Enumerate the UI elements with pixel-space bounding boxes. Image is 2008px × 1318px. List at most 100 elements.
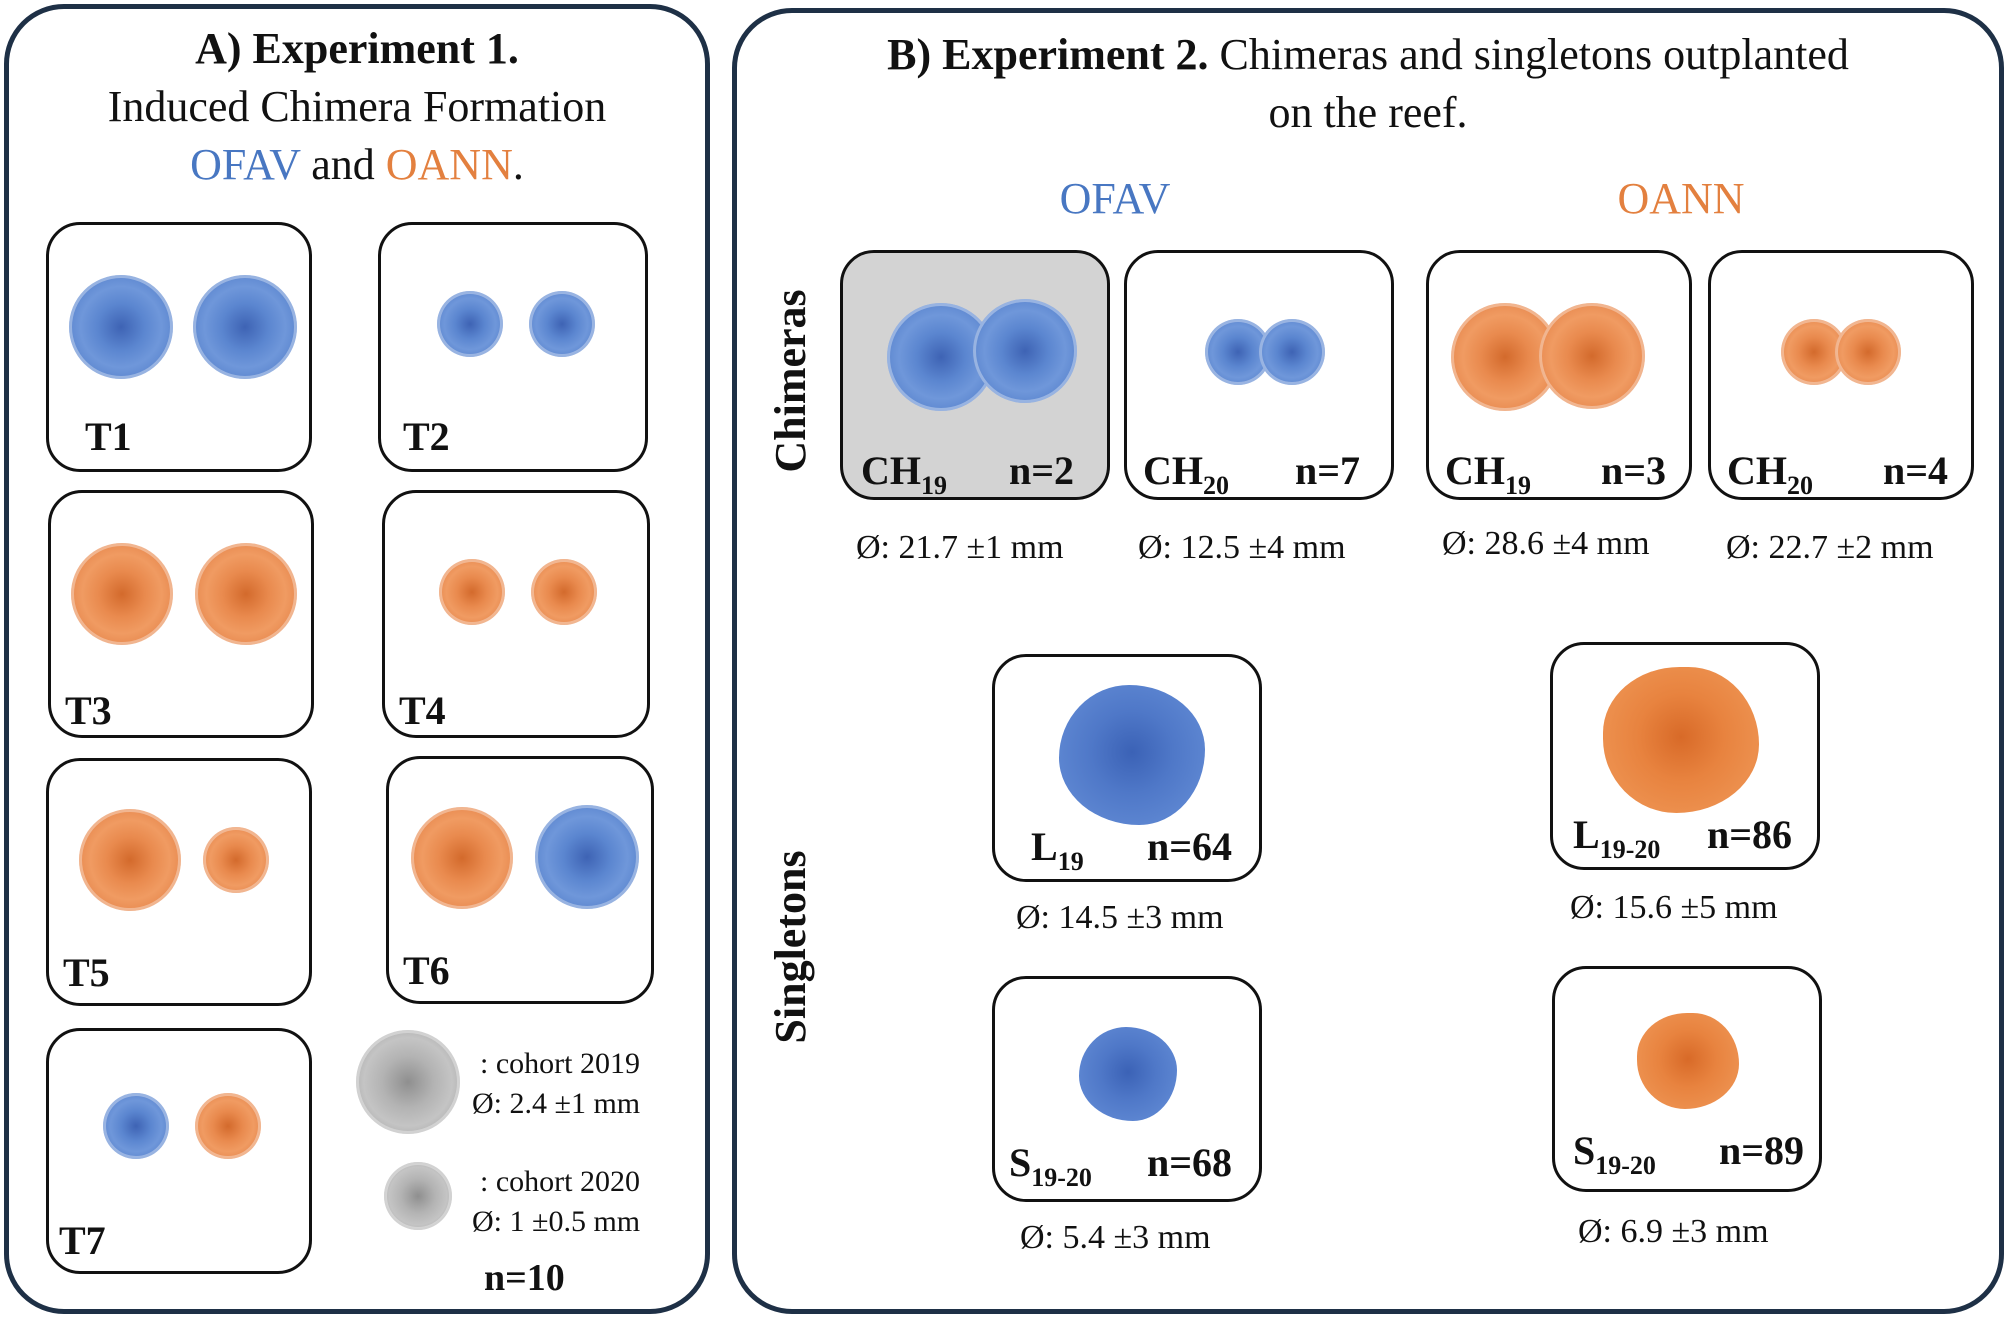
panel-b-title-line2: on the reef. (1268, 88, 1468, 137)
singleton-label: S19-20 (1009, 1141, 1092, 1200)
treatment-box-t5: T5 (46, 758, 312, 1006)
ofav-2020-recruit (529, 291, 595, 357)
treatment-label: T6 (403, 948, 450, 993)
treatment-label: T2 (403, 414, 450, 459)
cohort-2020-legend-swatch (384, 1162, 452, 1230)
singleton-sample-size: n=89 (1719, 1128, 1805, 1173)
legend-cohort-2020: : cohort 2020 (480, 1165, 640, 1198)
singleton-diameter: Ø: 5.4 ±3 mm (1020, 1219, 1211, 1256)
chimera-sample-size: n=4 (1883, 448, 1949, 493)
singleton-box-oann-l1920: L19-20 n=86 (1550, 642, 1820, 870)
chimera-sample-size: n=3 (1601, 448, 1667, 493)
chimera-label-main: CH (861, 448, 921, 493)
oann-2019-recruit (71, 543, 173, 645)
column-header-ofav: OFAV (1059, 174, 1171, 223)
species-period: . (512, 140, 524, 189)
singleton-sample-size: n=64 (1147, 824, 1233, 869)
treatment-box-t4: T4 (382, 490, 650, 738)
panel-b-title-heading: B) Experiment 2. (887, 30, 1209, 79)
chimera-box-ofav-ch19: CH19 n=2 (840, 250, 1110, 500)
chimera-label-main: CH (1143, 448, 1203, 493)
singleton-diameter: Ø: 14.5 ±3 mm (1016, 899, 1224, 936)
oann-2019-recruit (411, 807, 513, 909)
chimera-diameter: Ø: 21.7 ±1 mm (856, 529, 1064, 566)
chimera-label-main: CH (1445, 448, 1505, 493)
singleton-diameter: Ø: 6.9 ±3 mm (1578, 1213, 1769, 1250)
row-label-singletons: Singletons (766, 850, 815, 1044)
singleton-label: L19 (1031, 825, 1084, 884)
treatment-box-t1: T1 (46, 222, 312, 472)
panel-a-title-heading: A) Experiment 1. (195, 24, 519, 73)
singleton-label: S19-20 (1573, 1129, 1656, 1188)
panel-b-title-rest: Chimeras and singletons outplanted (1219, 30, 1849, 79)
oann-chimera-recruit (1539, 303, 1645, 409)
chimera-label: CH20 (1143, 449, 1229, 508)
oann-2020-recruit (439, 559, 505, 625)
singleton-sample-size: n=68 (1147, 1140, 1233, 1185)
legend-sample-size: n=10 (484, 1257, 565, 1299)
legend-diameter-2019: Ø: 2.4 ±1 mm (472, 1087, 641, 1120)
oann-2019-recruit (79, 809, 181, 911)
chimera-label-sub: 20 (1203, 471, 1229, 500)
treatment-box-t6: T6 (386, 756, 654, 1004)
chimera-sample-size: n=2 (1009, 448, 1075, 493)
species-oann-label: OANN (385, 140, 513, 189)
oann-small-singleton (1637, 1013, 1739, 1109)
singleton-box-oann-s1920: S19-20 n=89 (1552, 966, 1822, 1192)
chimera-label-main: CH (1727, 448, 1787, 493)
ofav-chimera-recruit (973, 299, 1077, 403)
row-label-chimeras: Chimeras (766, 289, 815, 473)
treatment-label: T5 (63, 950, 110, 995)
singleton-label: L19-20 (1573, 813, 1660, 872)
ofav-2020-recruit (103, 1093, 169, 1159)
singleton-label-sub: 19-20 (1595, 1151, 1656, 1180)
singleton-label-main: L (1031, 824, 1058, 869)
column-header-oann: OANN (1617, 174, 1745, 223)
singleton-box-ofav-s1920: S19-20 n=68 (992, 976, 1262, 1202)
ofav-2020-recruit (437, 291, 503, 357)
legend-diameter-2020: Ø: 1 ±0.5 mm (472, 1205, 641, 1238)
chimera-label-sub: 19 (1505, 471, 1531, 500)
treatment-label: T7 (59, 1218, 106, 1263)
singleton-diameter: Ø: 15.6 ±5 mm (1570, 889, 1778, 926)
chimera-box-oann-ch20: CH20 n=4 (1708, 250, 1974, 500)
panel-a-title: A) Experiment 1. Induced Chimera Formati… (4, 20, 710, 194)
chimera-diameter: Ø: 22.7 ±2 mm (1726, 529, 1934, 566)
ofav-small-singleton (1079, 1027, 1177, 1121)
species-connector: and (311, 140, 375, 189)
chimera-diameter: Ø: 12.5 ±4 mm (1138, 529, 1346, 566)
chimera-label: CH19 (1445, 449, 1531, 508)
panel-b-title-line1: B) Experiment 2. Chimeras and singletons… (732, 26, 2004, 84)
treatment-box-t3: T3 (48, 490, 314, 738)
panel-a-species-line: OFAV and OANN. (4, 136, 710, 194)
treatment-box-t7: T7 (46, 1028, 312, 1274)
singleton-label-sub: 19-20 (1599, 835, 1661, 864)
oann-2020-recruit (195, 1093, 261, 1159)
oann-2019-recruit (195, 543, 297, 645)
singleton-box-ofav-l19: L19 n=64 (992, 654, 1262, 882)
species-ofav-label: OFAV (190, 140, 301, 189)
singleton-label-sub: 19 (1057, 847, 1084, 876)
chimera-sample-size: n=7 (1295, 448, 1361, 493)
treatment-box-t2: T2 (378, 222, 648, 472)
chimera-box-oann-ch19: CH19 n=3 (1426, 250, 1692, 500)
treatment-label: T1 (85, 414, 132, 459)
cohort-2019-legend-swatch (356, 1030, 460, 1134)
chimera-label-sub: 19 (921, 471, 947, 500)
chimera-label: CH20 (1727, 449, 1813, 508)
chimera-diameter: Ø: 28.6 ±4 mm (1442, 525, 1650, 562)
oann-chimera-recruit (1835, 319, 1901, 385)
ofav-2019-recruit (535, 805, 639, 909)
ofav-chimera-recruit (1259, 319, 1325, 385)
chimera-box-ofav-ch20: CH20 n=7 (1124, 250, 1394, 500)
oann-large-singleton (1603, 667, 1759, 813)
chimera-label: CH19 (861, 449, 947, 508)
panel-b-title: B) Experiment 2. Chimeras and singletons… (732, 26, 2004, 142)
singleton-label-main: L (1573, 812, 1600, 857)
singleton-sample-size: n=86 (1707, 812, 1793, 857)
panel-a-subtitle: Induced Chimera Formation (107, 82, 607, 131)
legend-cohort-2019: : cohort 2019 (480, 1044, 640, 1084)
singleton-label-main: S (1009, 1140, 1032, 1185)
singleton-label-sub: 19-20 (1031, 1163, 1092, 1192)
treatment-label: T4 (399, 688, 446, 733)
